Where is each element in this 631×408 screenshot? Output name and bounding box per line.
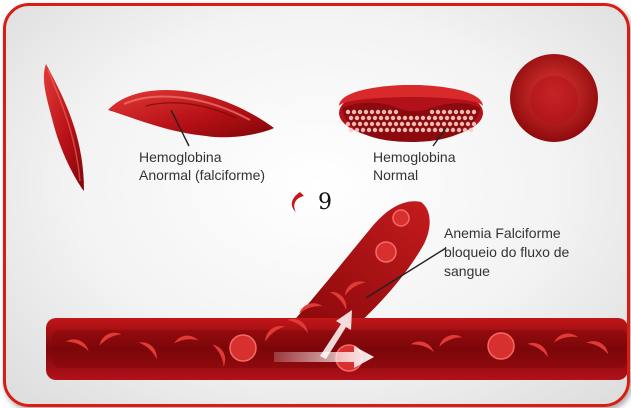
normal-cell-section [339, 85, 483, 146]
abnormal-hemoglobin-label-2: Anormal (falciforme) [139, 166, 265, 184]
small-sickle-icon [292, 192, 304, 212]
normal-hemoglobin-label-1: Hemoglobina [373, 148, 456, 166]
normal-red-cell [510, 54, 598, 142]
diagram-canvas [6, 6, 627, 404]
normal-hemoglobin-label-2: Normal [373, 166, 418, 184]
sickle-cell-left [44, 64, 84, 191]
anemia-label-3: sangue [444, 262, 490, 280]
abnormal-hemoglobin-label-1: Hemoglobina [139, 148, 222, 166]
anemia-label-2: bloqueio do fluxo de [444, 243, 569, 261]
figure-number: 9 [318, 190, 332, 215]
sickle-cell-elongated [108, 90, 274, 146]
anemia-label-1: Anemia Falciforme [444, 224, 561, 242]
diagram-frame: Hemoglobina Anormal (falciforme) Hemoglo… [3, 3, 630, 407]
